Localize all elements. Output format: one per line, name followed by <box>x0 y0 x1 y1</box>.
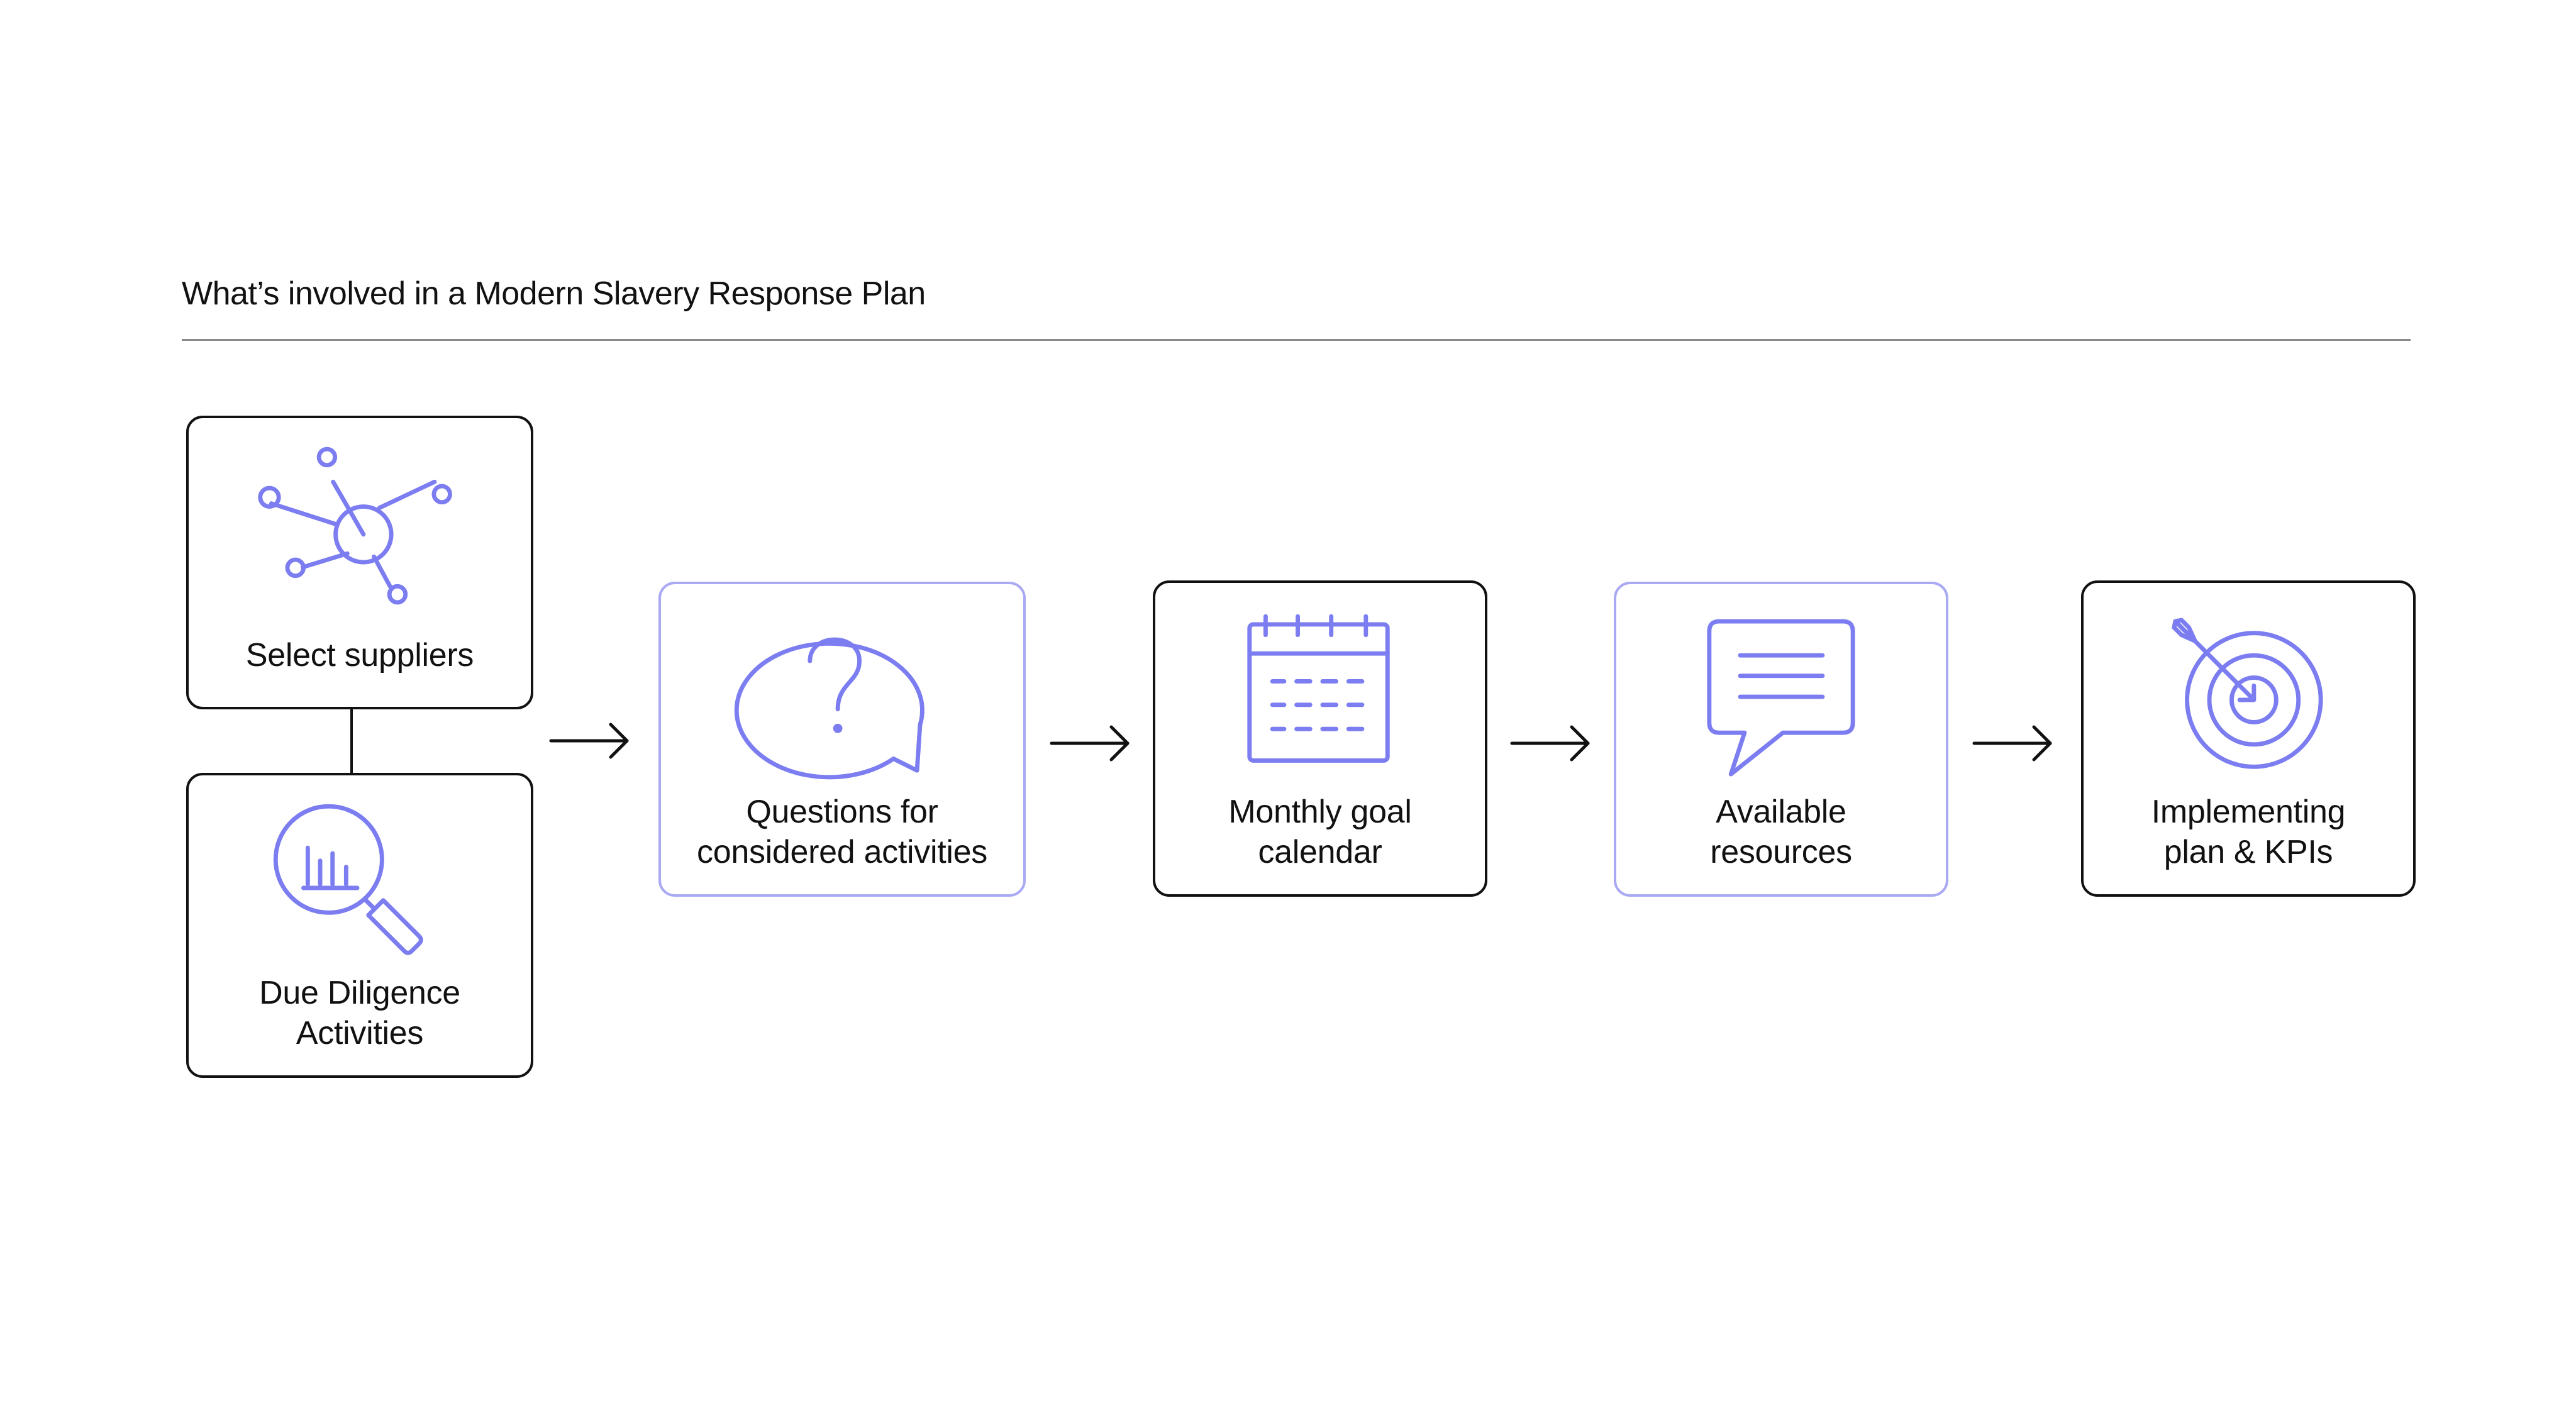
arrow-right-icon <box>1050 725 1130 762</box>
step-select-suppliers: Select suppliers <box>186 416 533 709</box>
question-bubble-icon <box>734 637 924 780</box>
step-resources: Available resources <box>1614 582 1948 897</box>
step-label: Due Diligence Activities <box>259 975 460 1051</box>
magnifier-chart-icon <box>273 804 423 955</box>
arrow-right-icon <box>549 723 629 759</box>
step-label: Questions for considered activities <box>697 794 987 870</box>
step-label: Select suppliers <box>245 637 474 674</box>
arrow-right-icon <box>1972 725 2052 762</box>
step-label: Implementing plan & KPIs <box>2151 794 2346 870</box>
step-due-diligence: Due Diligence Activities <box>186 773 533 1078</box>
page-title: What’s involved in a Modern Slavery Resp… <box>182 275 926 312</box>
arrow-right-icon <box>1510 725 1590 762</box>
step-kpis: Implementing plan & KPIs <box>2081 580 2416 897</box>
calendar-icon <box>1247 614 1390 763</box>
step-questions: Questions for considered activities <box>658 582 1026 897</box>
step-calendar: Monthly goal calendar <box>1153 580 1487 897</box>
network-icon <box>258 446 452 605</box>
connector-line <box>350 707 353 774</box>
target-icon <box>2172 618 2323 769</box>
title-divider <box>182 339 2411 341</box>
step-label: Available resources <box>1710 794 1852 870</box>
step-label: Monthly goal calendar <box>1228 794 1412 870</box>
message-bubble-icon <box>1707 619 1855 777</box>
